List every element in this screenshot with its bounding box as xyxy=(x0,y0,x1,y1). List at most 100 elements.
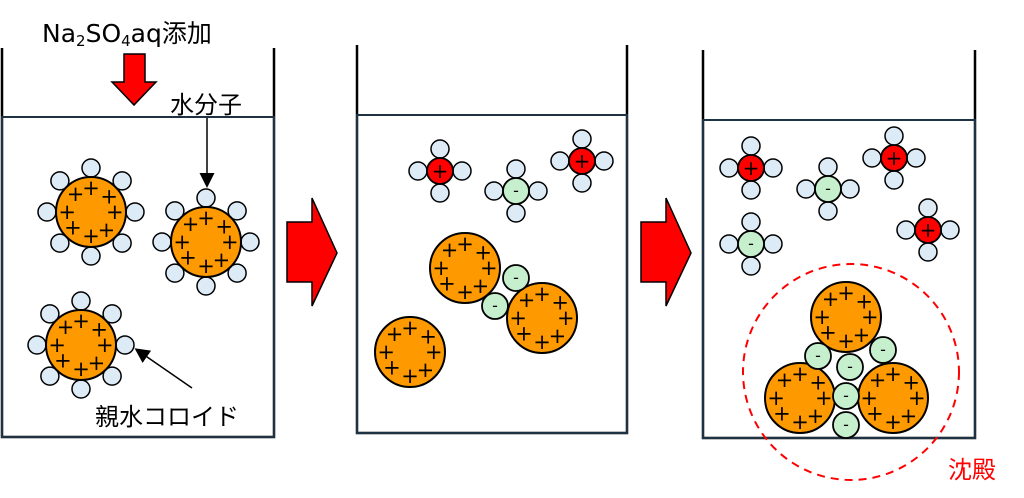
liquid-surface xyxy=(356,114,628,434)
positive-charge: + xyxy=(861,305,879,329)
positive-charge: + xyxy=(920,218,937,242)
positive-charge: + xyxy=(743,156,760,180)
negative-charge: - xyxy=(847,357,853,376)
positive-charge: + xyxy=(837,329,855,353)
water-molecule xyxy=(862,148,882,168)
water-molecule xyxy=(227,201,247,221)
water-molecule xyxy=(763,158,783,178)
water-molecule xyxy=(102,366,122,386)
water-molecule xyxy=(71,291,91,311)
positive-charge: + xyxy=(377,340,395,364)
water-molecule xyxy=(550,151,570,171)
colloid-particle: ++++++++ xyxy=(857,362,929,434)
water-molecule-label: 水分子 xyxy=(170,91,242,119)
cation: + xyxy=(408,139,472,203)
anion: - xyxy=(484,159,548,223)
positive-charge: + xyxy=(438,271,456,295)
anion-core xyxy=(481,292,509,320)
water-molecule xyxy=(81,246,101,266)
anion-core xyxy=(869,336,897,364)
anion-core xyxy=(804,342,832,370)
positive-charge: + xyxy=(860,386,878,410)
positive-charge: + xyxy=(509,306,527,330)
cation-core xyxy=(568,147,596,175)
beaker-3 xyxy=(701,50,977,440)
negative-charge: - xyxy=(843,415,849,434)
positive-charge: + xyxy=(432,159,449,183)
water-molecule xyxy=(196,188,216,208)
positive-charge: + xyxy=(776,368,794,392)
colloid-core xyxy=(55,176,127,248)
positive-charge: + xyxy=(383,355,401,379)
water-molecule xyxy=(940,220,960,240)
positive-charge: + xyxy=(472,274,490,298)
water-molecule xyxy=(796,179,816,199)
positive-charge: + xyxy=(425,340,443,364)
water-molecule xyxy=(408,161,428,181)
positive-charge: + xyxy=(72,357,90,381)
water-molecule xyxy=(763,234,783,254)
anion-core xyxy=(832,411,860,439)
positive-charge: + xyxy=(54,348,72,372)
water-molecule xyxy=(506,159,526,179)
beaker-1 xyxy=(0,48,276,439)
positive-charge: + xyxy=(549,324,567,348)
positive-charge: + xyxy=(533,282,551,306)
liquid-surface xyxy=(702,119,976,439)
anion: - xyxy=(832,382,860,410)
anion: - xyxy=(836,353,864,381)
water-molecule xyxy=(50,233,70,253)
water-molecule xyxy=(81,158,101,178)
colloid-particle: ++++++++ xyxy=(27,291,135,399)
positive-charge: + xyxy=(100,185,118,209)
positive-charge: + xyxy=(886,146,903,170)
positive-charge: + xyxy=(853,323,871,347)
positive-charge: + xyxy=(837,281,855,305)
positive-charge: + xyxy=(64,215,82,239)
anion: - xyxy=(869,336,897,364)
anion-core xyxy=(832,382,860,410)
water-molecule xyxy=(102,304,122,324)
positive-charge: + xyxy=(182,212,200,236)
water-molecule xyxy=(27,335,47,355)
colloid-particle: ++++++++ xyxy=(429,232,501,304)
positive-charge: + xyxy=(574,149,591,173)
positive-charge: + xyxy=(106,200,124,224)
positive-charge: + xyxy=(815,386,833,410)
anion: - xyxy=(502,264,530,292)
negative-charge: - xyxy=(513,181,519,200)
colloid-core xyxy=(429,232,501,304)
positive-charge: + xyxy=(902,371,920,395)
water-molecule xyxy=(430,139,450,159)
water-molecule xyxy=(840,179,860,199)
water-molecule xyxy=(884,170,904,190)
positive-charge: + xyxy=(72,309,90,333)
colloid-core xyxy=(374,316,446,388)
right-arrow-icon xyxy=(286,197,338,307)
positive-charge: + xyxy=(221,230,239,254)
negative-charge: - xyxy=(492,296,498,315)
cation: + xyxy=(550,129,614,193)
positive-charge: + xyxy=(884,362,902,386)
positive-charge: + xyxy=(533,330,551,354)
cation: + xyxy=(896,198,960,262)
negative-charge: - xyxy=(748,234,754,253)
positive-charge: + xyxy=(813,305,831,329)
positive-charge: + xyxy=(58,200,76,224)
colloid-particle: ++++++++ xyxy=(810,281,882,353)
positive-charge: + xyxy=(822,287,840,311)
water-molecule xyxy=(918,242,938,262)
colloid-core xyxy=(45,309,117,381)
water-molecule xyxy=(719,158,739,178)
positive-charge: + xyxy=(82,224,100,248)
water-molecule xyxy=(50,171,70,191)
anion: - xyxy=(804,342,832,370)
water-molecule xyxy=(240,232,260,252)
liquid-surface xyxy=(1,116,275,438)
cation-core xyxy=(880,144,908,172)
water-molecule xyxy=(71,379,91,399)
water-molecule xyxy=(40,304,60,324)
precipitate-boundary xyxy=(742,263,960,481)
water-molecule xyxy=(112,171,132,191)
